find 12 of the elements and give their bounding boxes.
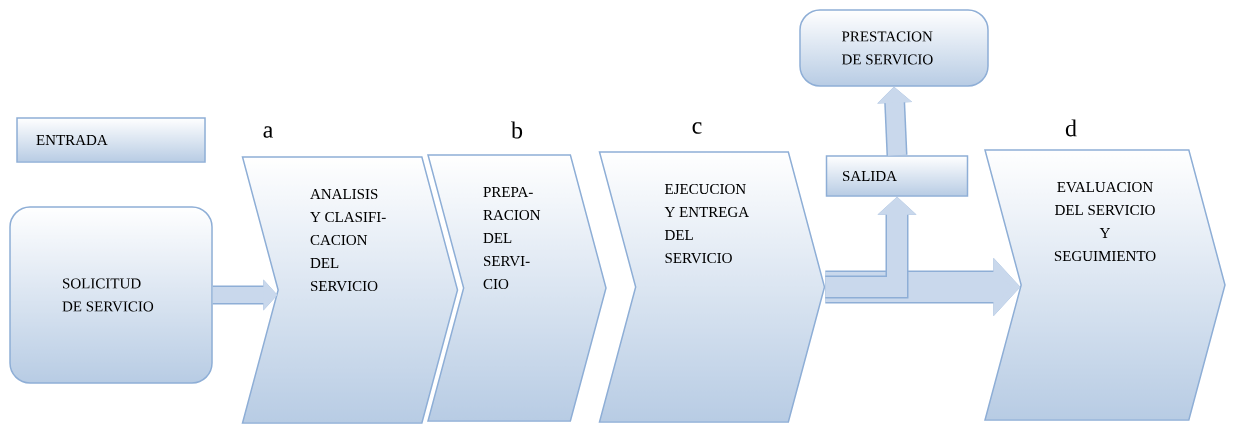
request-box: SOLICITUD DE SERVICIO: [9, 206, 213, 384]
process-step-box: EVALUACION DEL SERVICIO Y SEGUIMIENTO: [984, 149, 1226, 421]
process-step-box: PREPA- RACION DEL SERVI- CIO: [427, 154, 607, 422]
step-letter: a: [263, 126, 273, 138]
service-box: PRESTACION DE SERVICIO: [799, 9, 989, 87]
step-letter: b: [511, 121, 523, 139]
input-box: ENTRADA: [16, 117, 206, 163]
process-step-box: ANALISIS Y CLASIFI- CACION DEL SERVICIO: [241, 156, 459, 424]
output-box: SALIDA: [825, 155, 969, 197]
step-letter: d: [1065, 119, 1077, 137]
process-step-box: EJECUCION Y ENTREGA DEL SERVICIO: [598, 151, 826, 423]
step-letter: c: [692, 122, 702, 134]
